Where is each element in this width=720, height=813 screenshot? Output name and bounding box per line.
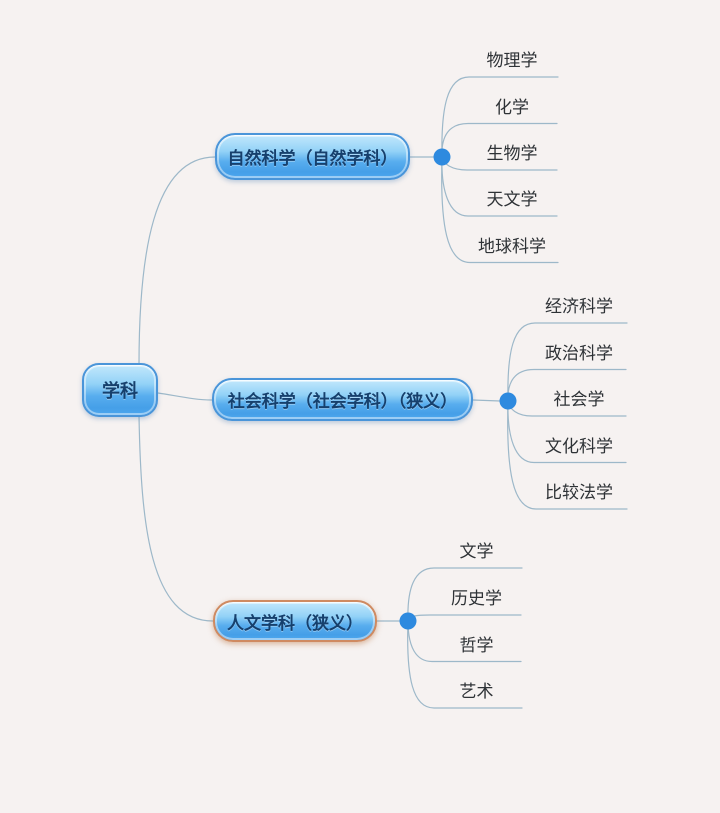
root-node[interactable]: 学科 — [82, 363, 158, 417]
child-topic-philosophy[interactable]: 哲学 — [459, 635, 494, 656]
branch-node-natural-sciences[interactable]: 自然科学（自然学科） — [215, 133, 410, 180]
branch-node-humanities[interactable]: 人文学科（狭义） — [213, 600, 377, 642]
child-topic-history[interactable]: 历史学 — [451, 589, 502, 609]
branch-node-social-sciences[interactable]: 社会科学（社会学科）（狭义） — [212, 378, 473, 421]
connector-line — [441, 156, 559, 264]
connector-line — [138, 415, 214, 622]
branch-junction-dot[interactable] — [399, 612, 417, 630]
connector-line — [472, 399, 501, 402]
branch-junction-dot[interactable] — [499, 392, 517, 410]
branch-junction-dot[interactable] — [433, 148, 451, 166]
connector-line — [138, 156, 216, 366]
child-topic-chemistry[interactable]: 化学 — [495, 97, 529, 118]
connector-line — [507, 322, 628, 402]
child-topic-biology[interactable]: 生物学 — [486, 144, 538, 164]
connector-line — [407, 614, 522, 622]
connector-line — [507, 400, 628, 510]
connector-line — [407, 567, 523, 622]
child-topic-physics[interactable]: 物理学 — [486, 51, 538, 71]
child-topic-sociology[interactable]: 社会学 — [553, 390, 605, 410]
child-topic-art[interactable]: 艺术 — [459, 682, 494, 702]
connector-line — [441, 76, 559, 158]
connector-line — [157, 392, 213, 401]
child-topic-earth-science[interactable]: 地球科学 — [478, 236, 546, 257]
connector-line — [407, 620, 523, 709]
child-topic-cultural-science[interactable]: 文化科学 — [545, 436, 613, 457]
child-topic-comparative-law[interactable]: 比较法学 — [545, 483, 613, 503]
child-topic-literature[interactable]: 文学 — [459, 542, 494, 562]
child-topic-economics[interactable]: 经济科学 — [545, 297, 613, 317]
child-topic-political-science[interactable]: 政治科学 — [545, 343, 613, 364]
child-topic-astronomy[interactable]: 天文学 — [486, 190, 538, 210]
